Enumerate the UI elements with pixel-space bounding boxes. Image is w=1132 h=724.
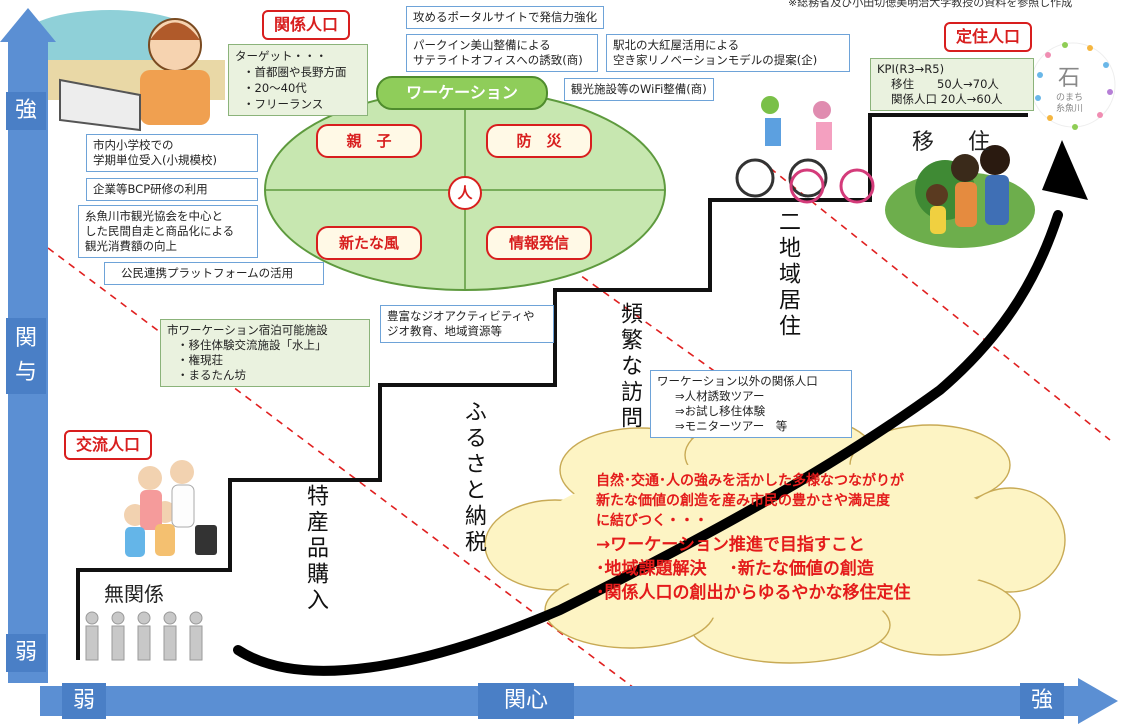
growth-arrow — [233, 210, 1063, 676]
cloud-line-6: ･関係人口の創出からゆるやかな移住定住 — [596, 583, 911, 603]
stage-dual-residence: 二地域居住 — [775, 210, 800, 340]
facility-box: 市ワーケーション宿泊可能施設 ・移住体験交流施設「水上」 ・権現荘 ・まるたん坊 — [160, 319, 370, 387]
pill-parent-child: 親 子 — [316, 124, 422, 158]
family-icon — [885, 145, 1035, 248]
laptop-worker-icon — [20, 10, 225, 132]
stage-hometown-tax: ふるさと納税 — [461, 400, 486, 556]
stage-product-purchase: 特産品購入 — [303, 484, 328, 614]
cloud-line-2: 新たな価値の創造を産み市民の豊かさや満足度 — [596, 493, 890, 509]
axis-label-weak-horizontal: 弱 — [62, 683, 106, 719]
growth-arrow-head — [1042, 140, 1088, 200]
note-portal: 攻めるポータルサイトで発信力強化 — [406, 6, 604, 29]
axis-label-weak-vertical: 弱 — [6, 634, 46, 672]
horizontal-axis-arrow-icon — [1078, 678, 1118, 724]
axis-label-involvement: 関与 — [6, 318, 46, 394]
axis-label-interest: 関心 — [478, 683, 574, 719]
kpi-box: KPI(R3→R5) 移住 50人→70人 関係人口 20人→60人 — [870, 58, 1034, 111]
axis-label-strong-vertical: 強 — [6, 92, 46, 130]
stage-no-relation: 無関係 — [104, 582, 164, 606]
source-note: ※総務省及び小田切徳美明治大学教授の資料を参照し作成 — [788, 0, 1073, 9]
note-kanko: 糸魚川市観光協会を中心とした民間自走と商品化による観光消費額の向上 — [78, 205, 258, 258]
note-wifi: 観光施設等のWiFi整備(商) — [564, 78, 714, 101]
cloud-line-1: 自然･交通･人の強みを活かした多様なつながりが — [596, 473, 904, 489]
cloud-line-4: →ワーケーション推進で目指すこと — [596, 535, 865, 555]
tag-exchange-population: 交流人口 — [64, 430, 152, 460]
people-silhouette-icon — [85, 611, 203, 661]
cyclists-icon — [735, 96, 875, 204]
note-ekikita: 駅北の大紅屋活用による空き家リノベーションモデルの提案(企) — [606, 34, 850, 72]
vertical-axis-arrow-icon — [0, 8, 56, 42]
note-school: 市内小学校での学期単位受入(小規模校) — [86, 134, 258, 172]
geo-box: 豊富なジオアクティビティやジオ教育、地域資源等 — [380, 305, 554, 343]
pill-information: 情報発信 — [486, 226, 592, 260]
axis-label-strong-horizontal: 強 — [1020, 683, 1064, 719]
note-bcp: 企業等BCP研修の利用 — [86, 178, 258, 201]
tag-related-population: 関係人口 — [262, 10, 350, 40]
staircase — [76, 113, 1028, 660]
ellipse-title: ワーケーション — [376, 76, 548, 110]
tourists-icon — [124, 460, 217, 557]
ellipse-center-person: 人 — [448, 176, 482, 210]
stage-frequent-visit: 頻繁な訪問 — [617, 302, 642, 432]
note-platform: 公民連携プラットフォームの活用 — [104, 262, 324, 285]
dashed-line-1 — [47, 247, 651, 701]
stage-migration: 移 住 — [912, 130, 997, 155]
tag-settled-population: 定住人口 — [944, 22, 1032, 52]
logo-mark: 石 — [1058, 66, 1081, 91]
logo-line2: 糸魚川 — [1056, 104, 1084, 114]
note-parkin: パークイン美山整備によるサテライトオフィスへの誘致(商) — [406, 34, 598, 72]
cloud-line-3: に結びつく・・・ — [596, 513, 708, 529]
idea-cloud — [484, 412, 1066, 664]
pill-new-wind: 新たな風 — [316, 226, 422, 260]
pill-disaster-prevention: 防 災 — [486, 124, 592, 158]
target-box: ターゲット・・・ ・首都圏や長野方面 ・20～40代 ・フリーランス — [228, 44, 368, 116]
cloud-line-5: ･地域課題解決 ･新たな価値の創造 — [596, 559, 874, 579]
logo-line1: のまち — [1056, 93, 1084, 103]
other-related-box: ワーケーション以外の関係人口 ⇒人材誘致ツアー ⇒お試し移住体験 ⇒モニターツア… — [650, 370, 852, 438]
dashed-line-3 — [759, 159, 1111, 441]
city-logo — [1030, 42, 1116, 130]
